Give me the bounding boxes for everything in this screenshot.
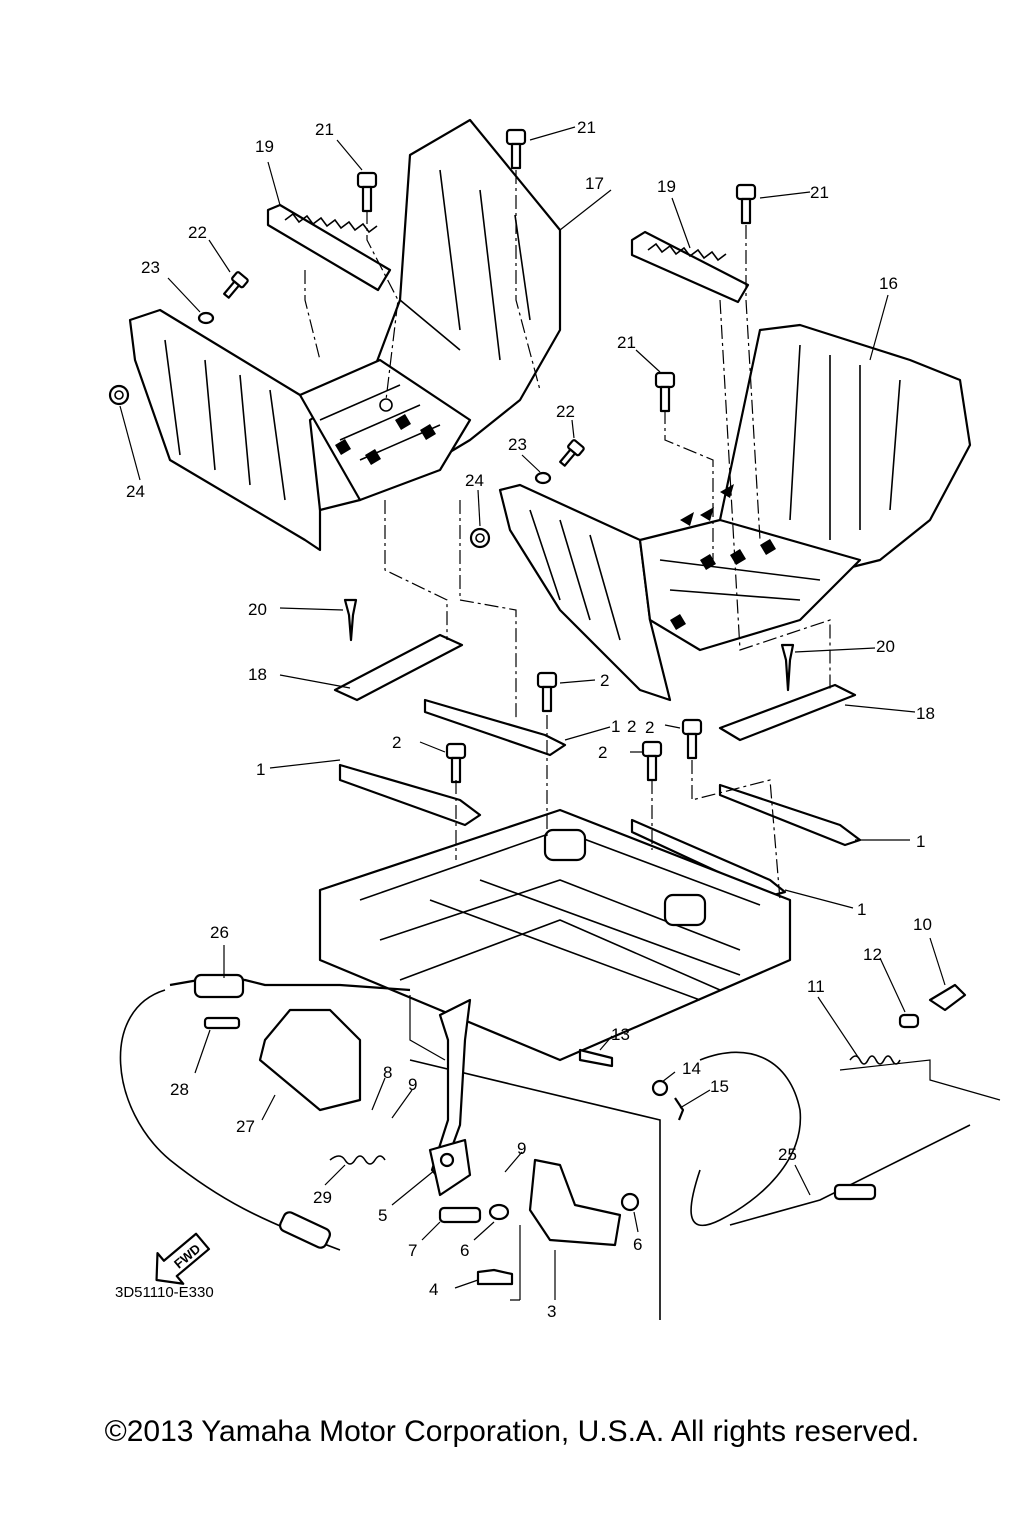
callout: 6 — [633, 1235, 642, 1254]
callout: 22 — [188, 223, 207, 242]
callout: 3 — [547, 1302, 556, 1321]
callout: 5 — [378, 1206, 387, 1225]
callout: 20 — [876, 637, 895, 656]
callout: 11 — [807, 977, 825, 996]
callout: 2 — [645, 718, 654, 737]
callout: 12 — [863, 945, 882, 964]
callout: 21 — [810, 183, 829, 202]
callout: 1 — [857, 900, 866, 919]
leader-lines — [119, 126, 946, 1300]
callout: 10 — [913, 915, 932, 934]
callout: 2 — [627, 717, 636, 736]
callout: 7 — [408, 1241, 417, 1260]
callout: 26 — [210, 923, 229, 942]
callout: 24 — [465, 471, 484, 490]
frame — [318, 808, 792, 1320]
callout: 14 — [682, 1059, 701, 1078]
assembly-lines — [304, 170, 1001, 1301]
left-footboard — [128, 118, 562, 552]
callout: 6 — [460, 1241, 469, 1260]
callout: 9 — [517, 1139, 526, 1158]
callout: 25 — [778, 1145, 797, 1164]
callout: 17 — [585, 174, 604, 193]
callout: 19 — [255, 137, 274, 156]
callout: 8 — [383, 1063, 392, 1082]
callout: 24 — [126, 482, 145, 501]
callout: 21 — [577, 118, 596, 137]
bolts — [108, 128, 757, 784]
copyright-notice: ©2013 Yamaha Motor Corporation, U.S.A. A… — [104, 1415, 920, 1448]
diagram-code: 3D51110-E330 — [115, 1284, 214, 1301]
rivets — [343, 598, 795, 692]
callout: 27 — [236, 1117, 255, 1136]
callout: 4 — [429, 1280, 438, 1299]
callout: 29 — [313, 1188, 332, 1207]
callout: 1 — [611, 717, 620, 736]
callout: 2 — [392, 733, 401, 752]
callout: 20 — [248, 600, 267, 619]
brake-cables — [119, 973, 971, 1251]
callout: 9 — [408, 1075, 417, 1094]
callout-numbers: 1 1 1 1 2 2 2 2 2 3 4 5 6 6 7 8 9 9 10 1… — [126, 118, 935, 1321]
brackets — [333, 633, 862, 898]
callout: 23 — [141, 258, 160, 277]
callout: 19 — [657, 177, 676, 196]
callout: 18 — [916, 704, 935, 723]
right-footpeg — [630, 230, 750, 304]
callout: 1 — [916, 832, 925, 851]
callout: 2 — [598, 743, 607, 762]
callout: 15 — [710, 1077, 729, 1096]
callout: 16 — [879, 274, 898, 293]
callout: 23 — [508, 435, 527, 454]
callout: 1 — [256, 760, 265, 779]
callout: 22 — [556, 402, 575, 421]
callout: 18 — [248, 665, 267, 684]
callout: 21 — [315, 120, 334, 139]
brake-pedal-assembly — [203, 983, 967, 1286]
left-footpeg — [266, 203, 392, 292]
callout: 2 — [600, 671, 609, 690]
right-footboard — [498, 323, 972, 702]
callout: 21 — [617, 333, 636, 352]
callout: 28 — [170, 1080, 189, 1099]
callout: 13 — [611, 1025, 630, 1044]
